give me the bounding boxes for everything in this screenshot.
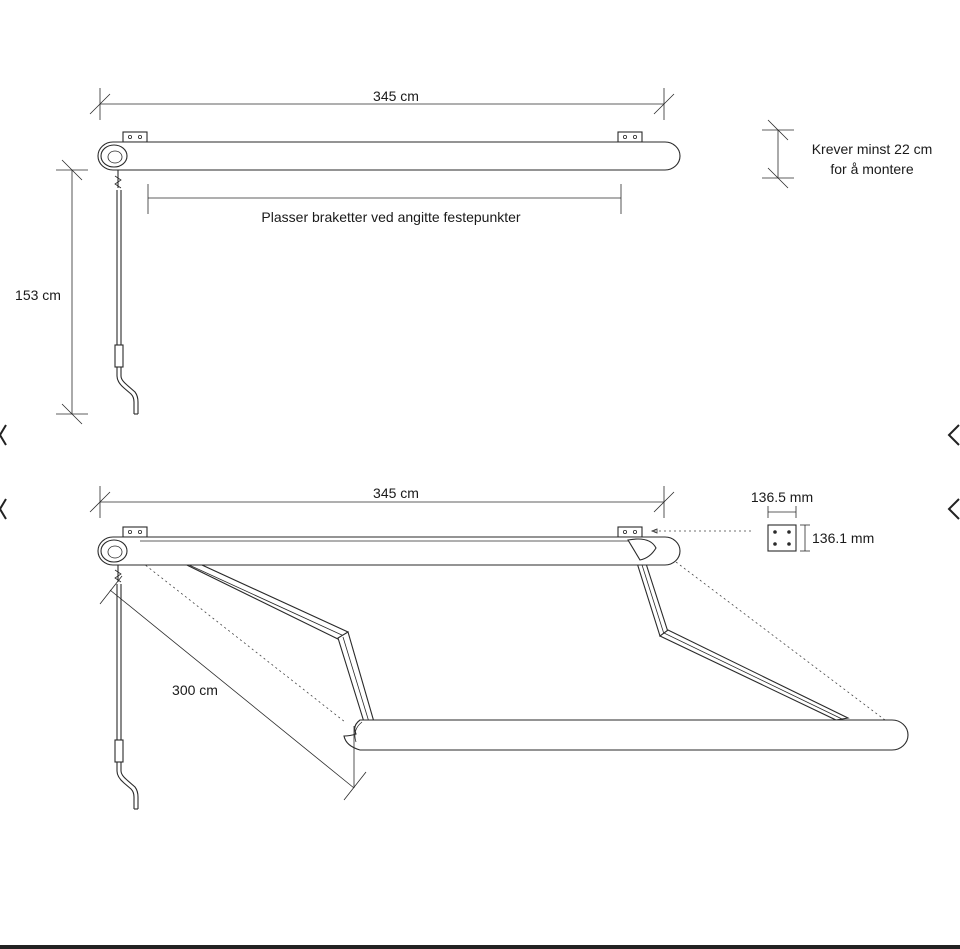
- projection-label: 300 cm: [172, 682, 218, 698]
- bottom-bracket-left: [122, 526, 148, 538]
- nav-next-lower[interactable]: [946, 497, 960, 521]
- projection-dimension: 300 cm: [99, 575, 367, 801]
- bracket-placement-dimension: Plasser braketter ved angitte festepunkt…: [147, 184, 622, 225]
- bottom-bracket-right: [617, 526, 643, 538]
- nav-next-upper[interactable]: [946, 423, 960, 447]
- bottom-cassette: [97, 536, 681, 566]
- bottom-divider: [0, 945, 960, 949]
- top-view: 345 cm Plasser braketter ved angitte fes…: [15, 88, 933, 425]
- top-bracket-left: [122, 131, 148, 143]
- bracket-width-label: 136.5 mm: [751, 489, 813, 505]
- bottom-width-label: 345 cm: [373, 485, 419, 501]
- clearance-note-line2: for å montere: [830, 161, 913, 177]
- top-bracket-right: [617, 131, 643, 143]
- chevron-left-icon: [0, 498, 7, 520]
- nav-prev-lower[interactable]: [0, 497, 14, 521]
- chevron-left-icon: [947, 424, 960, 446]
- left-arm-lower: [337, 631, 375, 723]
- top-height-label: 153 cm: [15, 287, 61, 303]
- chevron-left-icon: [0, 424, 7, 446]
- bracket-note: Plasser braketter ved angitte festepunkt…: [261, 209, 520, 225]
- clearance-dimension: Krever minst 22 cm for å montere: [762, 119, 933, 189]
- clearance-note-line1: Krever minst 22 cm: [812, 141, 933, 157]
- bracket-detail: 136.5 mm 136.1 mm: [751, 489, 874, 552]
- top-height-dimension: 153 cm: [15, 159, 88, 425]
- top-width-label: 345 cm: [373, 88, 419, 104]
- bottom-view: 345 cm 136.5 mm 136.1 mm: [89, 485, 909, 810]
- bottom-width-dimension: 345 cm: [89, 485, 675, 518]
- front-bar: [343, 719, 909, 751]
- nav-prev-upper[interactable]: [0, 423, 14, 447]
- fabric-edge-left: [129, 552, 346, 723]
- right-arm-lower: [658, 629, 850, 721]
- bottom-crank-rod: [114, 565, 139, 810]
- top-crank-rod: [114, 170, 139, 415]
- bracket-detail-plate: [767, 524, 797, 552]
- top-cassette: [97, 141, 681, 171]
- bracket-height-label: 136.1 mm: [812, 530, 874, 546]
- fabric-edge-right: [667, 555, 886, 721]
- top-width-dimension: 345 cm: [89, 88, 675, 120]
- chevron-left-icon: [947, 498, 960, 520]
